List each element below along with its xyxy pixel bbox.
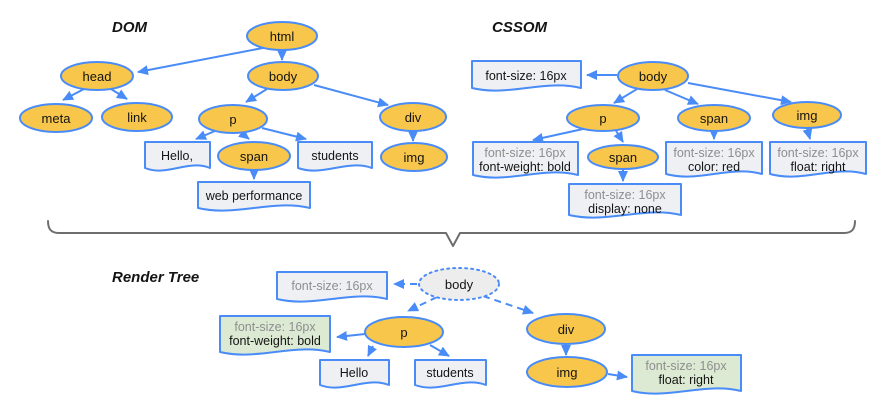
render-node-div: div <box>526 313 606 345</box>
edge-p-students <box>429 344 450 357</box>
svg-text:Hello: Hello <box>340 366 369 380</box>
edge-p-pprops <box>336 330 366 341</box>
render-tree-section-title: Render Tree <box>112 269 199 286</box>
dom-node-p: p <box>198 104 268 134</box>
svg-text:font-size: 16px: font-size: 16px <box>584 188 666 202</box>
svg-text:font-size: 16px: font-size: 16px <box>645 359 727 373</box>
edge-head-meta <box>62 88 85 101</box>
dom-node-link: link <box>101 102 173 132</box>
svg-text:body: body <box>445 277 474 292</box>
render-node-img: img <box>526 356 608 388</box>
svg-text:img: img <box>797 108 818 123</box>
render-props-img: font-size: 16px float: right <box>631 354 742 395</box>
cssom-props-p: font-size: 16px font-weight: bold <box>472 141 579 179</box>
render-textnode-students: students <box>414 359 487 389</box>
svg-text:img: img <box>557 365 578 380</box>
cssom-node-span-in-p: span <box>587 144 659 170</box>
dom-section-title: DOM <box>112 19 148 36</box>
svg-text:html: html <box>270 29 295 44</box>
dom-textnode-hello: Hello, <box>144 141 211 172</box>
cssom-props-img: font-size: 16px float: right <box>769 141 867 178</box>
cssom-section: CSSOM body p span img span <box>471 19 867 219</box>
svg-text:color: red: color: red <box>688 160 740 174</box>
cssom-props-span-in-p: font-size: 16px display: none <box>568 183 682 219</box>
cssom-node-p: p <box>566 104 640 132</box>
edge-p-span <box>613 128 624 143</box>
svg-text:display: none: display: none <box>588 202 662 216</box>
dom-node-html: html <box>246 21 318 51</box>
edge-body-span <box>664 89 699 105</box>
svg-text:font-size: 16px: font-size: 16px <box>777 146 859 160</box>
render-props-p: font-size: 16px font-weight: bold <box>219 315 331 356</box>
svg-text:font-weight: bold: font-weight: bold <box>229 334 321 348</box>
render-textnode-hello: Hello <box>319 359 390 389</box>
svg-text:body: body <box>269 69 298 84</box>
dom-textnode-web-performance: web performance <box>197 181 311 212</box>
dom-node-span: span <box>217 141 291 171</box>
svg-text:meta: meta <box>42 111 72 126</box>
edge-body-p <box>245 88 268 103</box>
edge-body-p <box>407 296 438 312</box>
dom-node-head: head <box>60 61 134 91</box>
svg-text:float: right: float: right <box>791 160 846 174</box>
dom-node-body: body <box>247 61 319 91</box>
svg-text:float: right: float: right <box>659 373 714 387</box>
svg-text:font-size: 16px: font-size: 16px <box>673 146 755 160</box>
render-node-p: p <box>364 316 444 348</box>
dom-node-meta: meta <box>19 103 93 133</box>
dom-textnode-students: students <box>297 141 373 172</box>
edge-img-floatright <box>802 127 813 140</box>
svg-text:Hello,: Hello, <box>161 149 193 163</box>
cssom-node-img: img <box>772 101 842 129</box>
svg-text:div: div <box>405 110 422 125</box>
edge-p-hello <box>195 130 216 140</box>
svg-text:span: span <box>240 149 268 164</box>
dom-section: DOM html head body meta <box>19 19 448 212</box>
edge-head-link <box>110 88 128 100</box>
svg-text:web performance: web performance <box>205 189 303 203</box>
cssom-section-title: CSSOM <box>492 19 548 36</box>
edge-body-img <box>687 82 792 106</box>
svg-text:p: p <box>599 111 606 126</box>
svg-text:font-size: 16px: font-size: 16px <box>485 69 567 83</box>
svg-text:body: body <box>639 69 668 84</box>
svg-text:p: p <box>400 325 407 340</box>
edge-p-hello <box>367 344 377 357</box>
dom-node-div: div <box>379 102 447 132</box>
svg-text:font-weight: bold: font-weight: bold <box>479 160 571 174</box>
edge-body-p <box>613 88 638 104</box>
render-tree-section: Render Tree body p div img font- <box>112 267 742 395</box>
svg-text:div: div <box>558 322 575 337</box>
combine-brace <box>47 220 856 247</box>
svg-text:link: link <box>127 110 147 125</box>
svg-text:font-size: 16px: font-size: 16px <box>234 320 316 334</box>
svg-text:font-size: 16px: font-size: 16px <box>291 279 373 293</box>
svg-text:font-size: 16px: font-size: 16px <box>484 146 566 160</box>
svg-text:span: span <box>609 150 637 165</box>
render-node-body: body <box>418 267 500 301</box>
cssom-props-span: font-size: 16px color: red <box>665 141 763 178</box>
svg-text:p: p <box>229 112 236 127</box>
edge-img-imgprops <box>607 370 628 381</box>
cssom-node-body: body <box>617 61 689 91</box>
render-props-body: font-size: 16px <box>276 271 388 303</box>
cssom-node-span: span <box>677 104 751 132</box>
cssom-props-body: font-size: 16px <box>471 60 582 92</box>
svg-text:students: students <box>311 149 358 163</box>
svg-text:img: img <box>404 150 425 165</box>
svg-text:students: students <box>426 366 473 380</box>
svg-text:head: head <box>83 69 112 84</box>
edge-p-students <box>261 127 307 142</box>
edge-body-div <box>482 295 534 315</box>
edge-body-div <box>313 84 389 108</box>
svg-text:span: span <box>700 111 728 126</box>
edge-p-pprops <box>532 128 584 143</box>
dom-node-img: img <box>380 142 448 172</box>
edge-html-head <box>137 46 269 76</box>
